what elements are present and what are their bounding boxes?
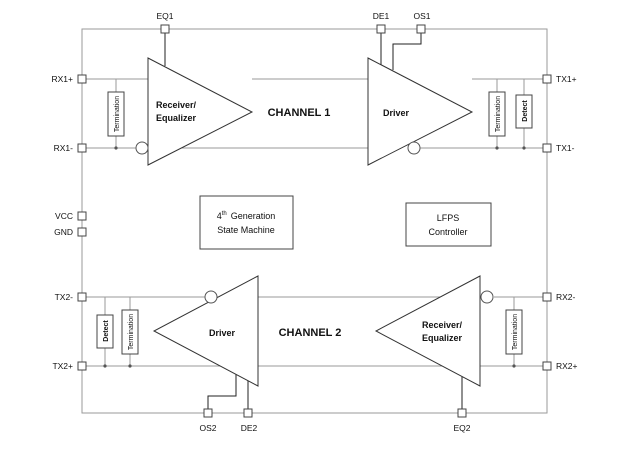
pin-pad-rx1m	[77, 143, 87, 153]
ch1-receiver-invert-bubble	[135, 141, 149, 155]
ch2-detect-label: Detect	[103, 320, 110, 342]
pin-label-rx1m: RX1-	[54, 143, 74, 153]
ch1-receiver-label-1: Receiver/	[156, 100, 197, 110]
channel-1-label: CHANNEL 1	[268, 107, 331, 119]
junction-dot	[128, 364, 132, 368]
state-machine-label-1: 4th Generation	[217, 211, 276, 221]
pin-pad-tx1m	[542, 143, 552, 153]
ch2-driver	[152, 275, 259, 387]
pin-label-vcc: VCC	[55, 211, 73, 221]
pin-label-eq1: EQ1	[156, 11, 173, 21]
ch1-receiver-equalizer	[147, 57, 254, 166]
ch1-driver-label: Driver	[383, 108, 410, 118]
junction-dot	[522, 146, 526, 150]
ch2-driver-invert-bubble	[204, 290, 218, 304]
pin-pad-de1	[376, 24, 386, 34]
pin-pad-eq1	[160, 24, 170, 34]
ch1-detect	[515, 94, 533, 129]
os2-wire	[207, 372, 237, 413]
ch2-receiver-equalizer	[374, 275, 481, 387]
ch1-driver-invert-bubble	[407, 141, 421, 155]
pin-pad-os2	[203, 408, 213, 418]
ch1-driver	[367, 57, 474, 166]
os1-wire	[392, 29, 422, 70]
pin-label-tx2p: TX2+	[52, 361, 73, 371]
ch2-driver-label: Driver	[209, 328, 236, 338]
ch2-tx-termination-label: Termination	[128, 314, 135, 350]
ch2-rx-termination-label: Termination	[512, 314, 519, 350]
pin-pad-vcc	[77, 211, 87, 221]
ch2-receiver-label-1: Receiver/	[422, 320, 463, 330]
state-machine-generation: Generation	[231, 211, 276, 221]
pin-label-de1: DE1	[373, 11, 390, 21]
pin-label-de2: DE2	[241, 423, 258, 433]
state-machine-label-2: State Machine	[217, 225, 275, 235]
chip-outline	[81, 28, 548, 414]
ch1-receiver-label-2: Equalizer	[156, 113, 197, 123]
ch1-tx-termination-label: Termination	[495, 96, 502, 132]
ch2-receiver-label-2: Equalizer	[422, 333, 463, 343]
pin-pad-gnd	[77, 227, 87, 237]
state-machine-number: 4	[217, 211, 222, 221]
pin-label-tx1m: TX1-	[556, 143, 575, 153]
pin-pad-rx2p	[542, 361, 552, 371]
lfps-controller-block	[405, 202, 492, 247]
junction-dot	[103, 364, 107, 368]
junction-dot	[495, 146, 499, 150]
ch2-receiver-invert-bubble	[480, 290, 494, 304]
pin-pad-rx1p	[77, 74, 87, 84]
ch2-detect	[96, 314, 114, 349]
pin-label-tx1p: TX1+	[556, 74, 577, 84]
pin-pad-tx2p	[77, 361, 87, 371]
pin-label-os1: OS1	[413, 11, 430, 21]
pin-pad-rx2m	[542, 292, 552, 302]
pin-pad-tx1p	[542, 74, 552, 84]
ch1-rx-termination-label: Termination	[114, 96, 121, 132]
pin-label-os2: OS2	[199, 423, 216, 433]
channel-2-label: CHANNEL 2	[279, 327, 342, 339]
state-machine-block	[199, 195, 294, 250]
ch1-tx-termination	[488, 91, 506, 137]
ch1-rx-termination	[107, 91, 125, 137]
pin-label-eq2: EQ2	[453, 423, 470, 433]
pin-label-rx1p: RX1+	[52, 74, 74, 84]
pin-pad-os1	[416, 24, 426, 34]
ch2-tx-termination	[121, 309, 139, 355]
pin-pad-eq2	[457, 408, 467, 418]
lfps-label-2: Controller	[428, 227, 467, 237]
junction-dot	[114, 146, 118, 150]
pin-label-tx2m: TX2-	[55, 292, 74, 302]
pin-label-gnd: GND	[54, 227, 73, 237]
ch1-detect-label: Detect	[522, 100, 529, 122]
pin-label-rx2m: RX2-	[556, 292, 576, 302]
pin-pad-de2	[243, 408, 253, 418]
pin-label-rx2p: RX2+	[556, 361, 578, 371]
lfps-label-1: LFPS	[437, 213, 460, 223]
junction-dot	[512, 364, 516, 368]
state-machine-sup: th	[222, 211, 227, 217]
pin-pad-tx2m	[77, 292, 87, 302]
ch2-rx-termination	[505, 309, 523, 355]
